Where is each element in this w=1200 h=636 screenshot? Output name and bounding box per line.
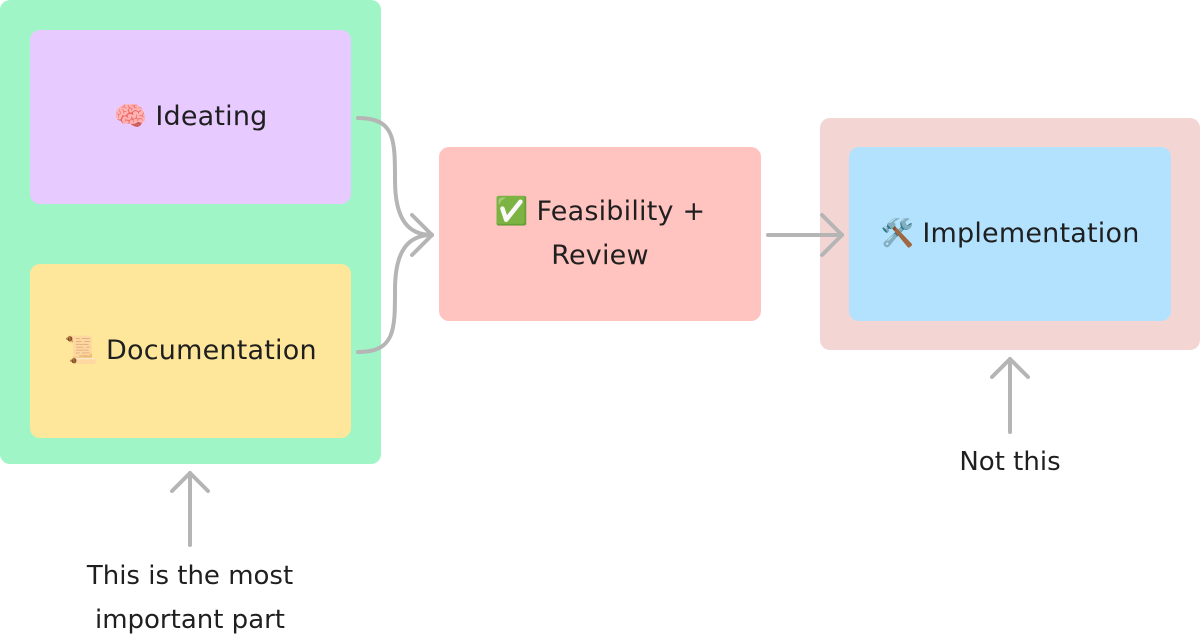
scroll-icon: 📜 — [64, 335, 99, 366]
checkmark-icon: ✅ — [494, 196, 529, 227]
feasibility-label-line2: Review — [551, 240, 649, 271]
feasibility-label-line1: Feasibility + — [536, 196, 706, 227]
ideating-node: 🧠Ideating — [30, 30, 351, 204]
brain-icon: 🧠 — [113, 101, 148, 132]
left-note: This is the most important part — [40, 554, 340, 636]
ideating-label: Ideating — [155, 101, 268, 132]
implementation-node: 🛠️Implementation — [849, 147, 1171, 321]
arrow-ideating-to-feasibility — [356, 116, 434, 237]
feasibility-review-node: ✅Feasibility + Review — [439, 147, 761, 321]
arrowhead-feasibility — [410, 213, 434, 257]
documentation-label: Documentation — [106, 335, 317, 366]
arrow-documentation-to-feasibility — [356, 233, 434, 354]
documentation-node: 📜Documentation — [30, 264, 351, 438]
arrowhead-implementation — [820, 213, 844, 257]
arrowhead-up-left-note — [170, 471, 210, 493]
right-note-text: Not this — [959, 447, 1061, 477]
implementation-label: Implementation — [922, 218, 1140, 249]
arrowhead-up-right-note — [990, 357, 1030, 379]
left-note-line2: important part — [94, 605, 286, 635]
left-note-line1: This is the most — [86, 561, 294, 591]
right-note: Not this — [910, 440, 1110, 484]
tools-icon: 🛠️ — [880, 218, 915, 249]
